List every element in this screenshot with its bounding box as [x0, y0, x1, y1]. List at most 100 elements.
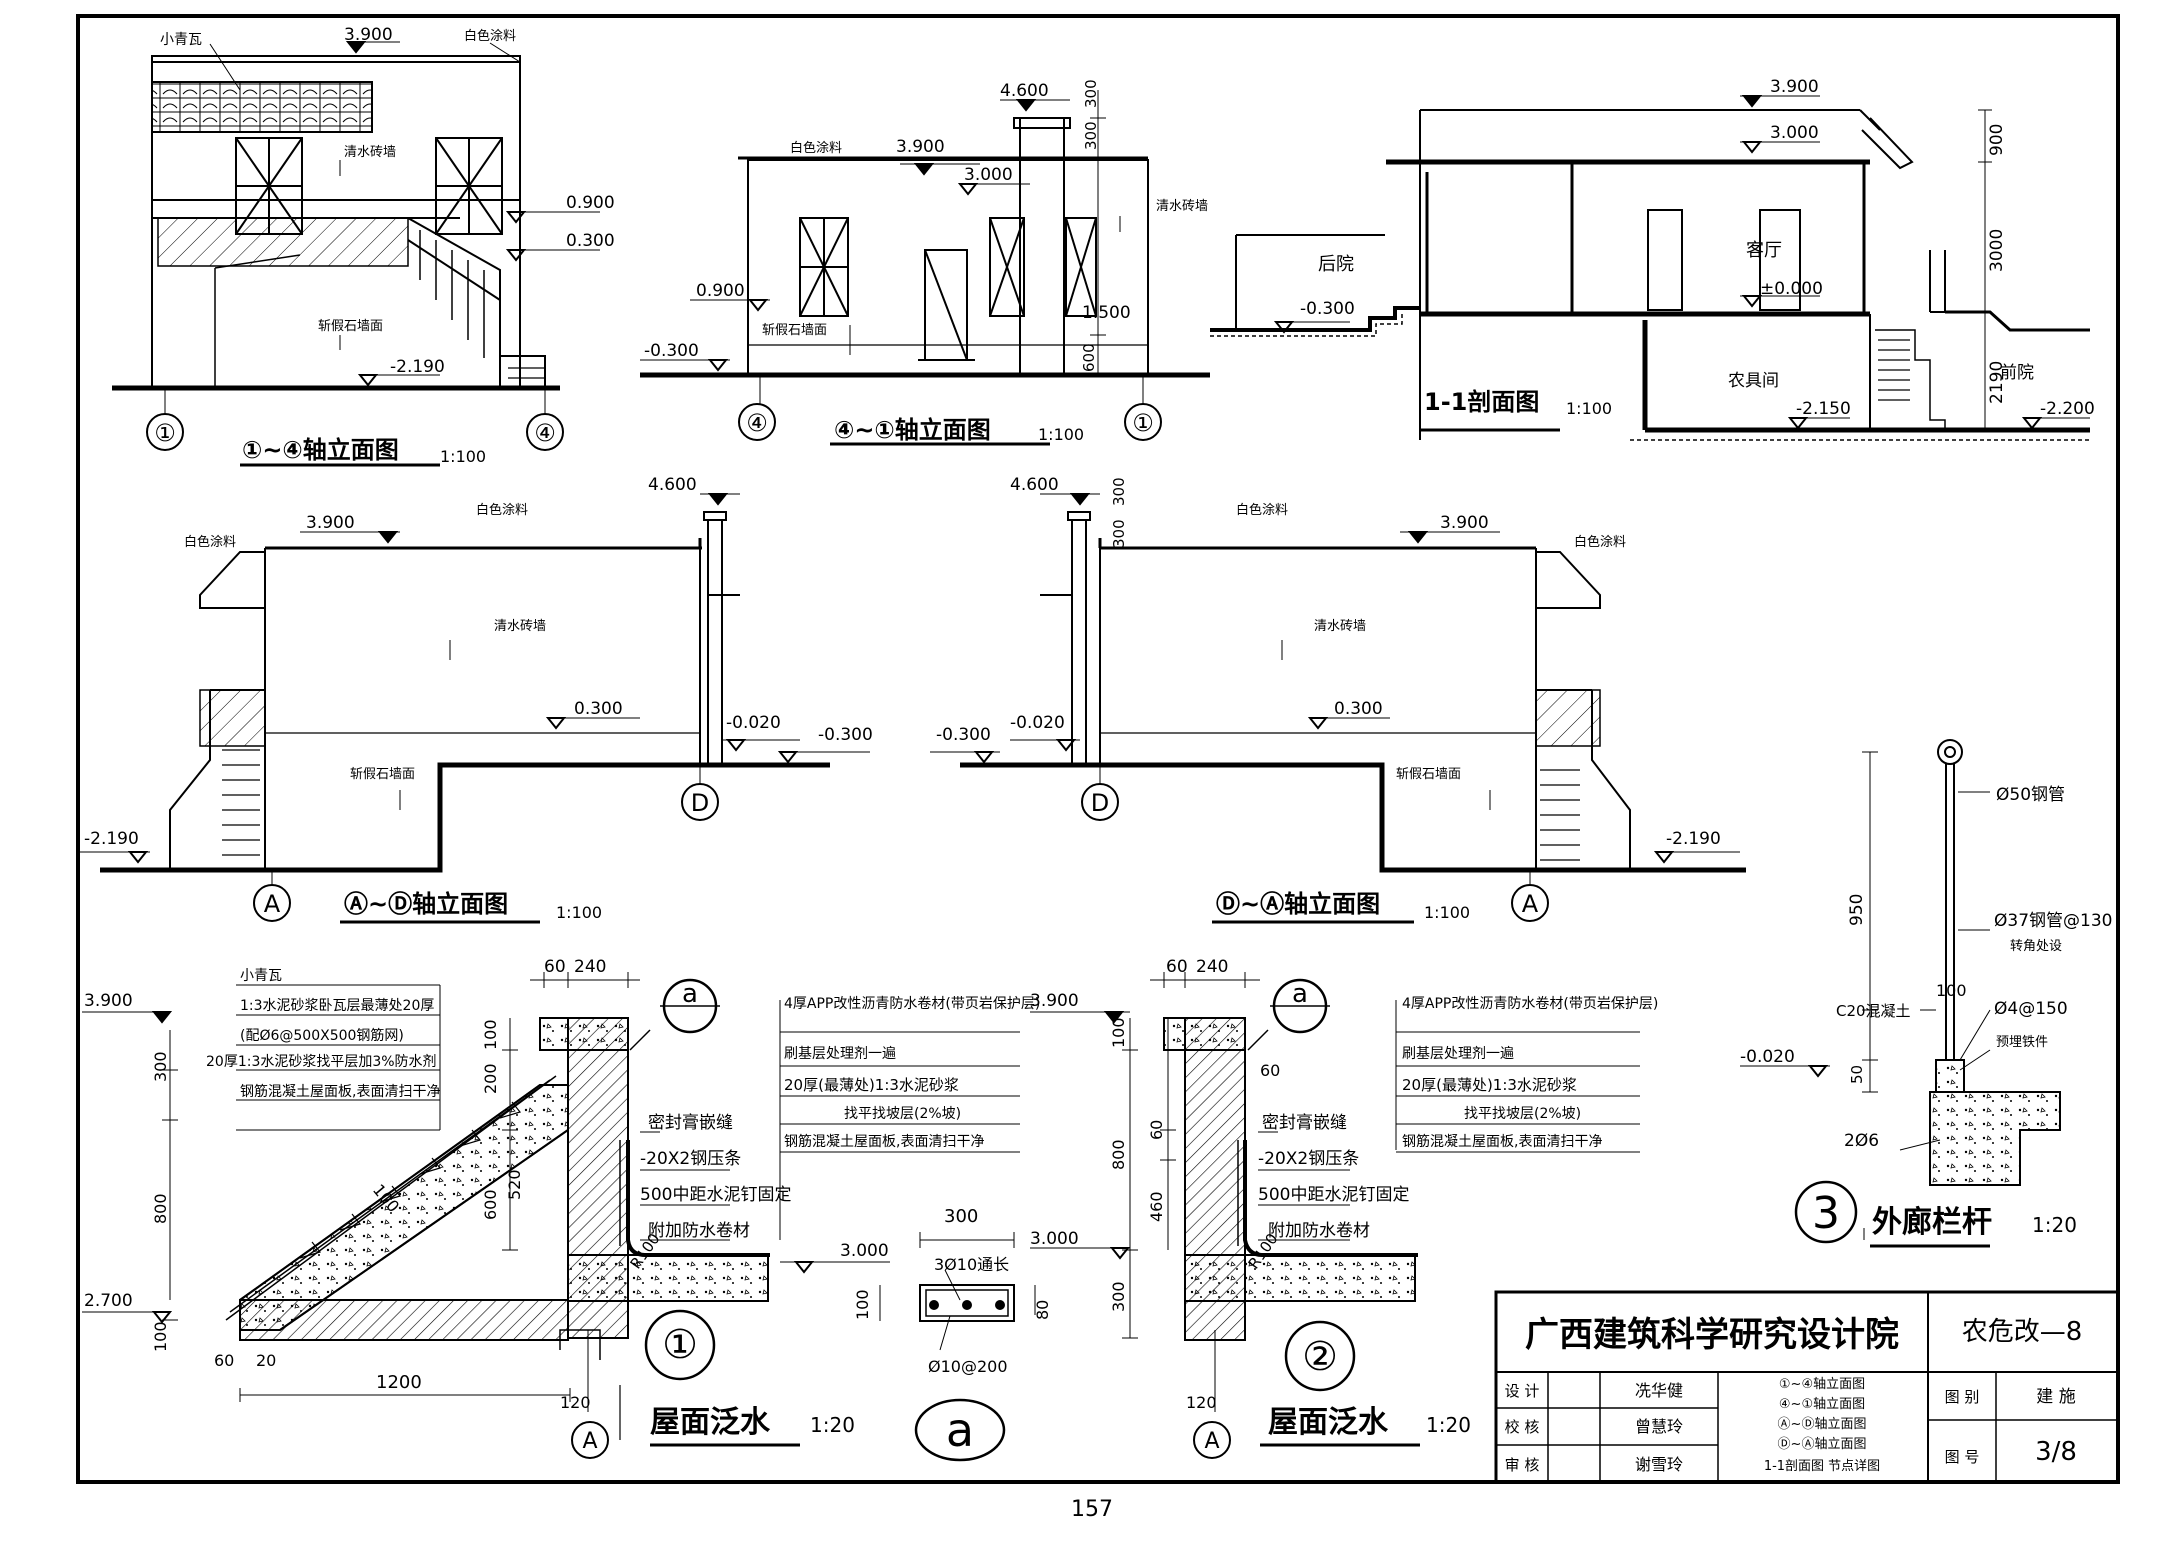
note-label: 斩假石墙面 — [318, 319, 383, 334]
note-label: 斩假石墙面 — [1396, 767, 1461, 782]
page-number: 157 — [1071, 1497, 1113, 1522]
note-label: 20厚1:3水泥砂浆找平层加3%防水剂 — [206, 1054, 437, 1070]
level-label: 3.900 — [1440, 513, 1489, 533]
dimension-label: 300 — [944, 1206, 978, 1227]
detail-number: 3 — [1812, 1188, 1840, 1239]
dimension-label: 300 — [1109, 1281, 1128, 1312]
detail-number: ② — [1302, 1334, 1338, 1380]
note-label: 转角处设 — [2010, 939, 2062, 954]
dimension-label: 240 — [574, 957, 606, 977]
view-title: ①~④轴立面图 — [242, 436, 399, 464]
view-title: ④~①轴立面图 — [834, 416, 991, 444]
contents-item: Ⓐ~Ⓓ轴立面图 — [1778, 1417, 1867, 1432]
contents-item: 1-1剖面图 节点详图 — [1764, 1459, 1880, 1474]
detail-3-labels: Ø50钢管 950 Ø37钢管@130 转角处设 100 C20混凝土 Ø4@1… — [1740, 785, 2112, 1240]
role-label: 设 计 — [1505, 1382, 1540, 1400]
note-label: 20厚(最薄处)1:3水泥砂浆 — [784, 1076, 959, 1094]
dimension-label: 60 — [214, 1351, 234, 1370]
detail-1-labels: 60 240 a 小青瓦 1:3水泥砂浆卧瓦层最薄处20厚 (配Ø6@500X5… — [84, 957, 1040, 1454]
view-scale: 1:100 — [1566, 399, 1612, 418]
note-label: 附加防水卷材 — [648, 1221, 750, 1241]
axis-label: D — [1091, 789, 1109, 817]
dimension-label: 600 — [1080, 343, 1098, 372]
signer-name: 谢雪玲 — [1635, 1455, 1683, 1474]
level-label: 4.600 — [1010, 475, 1059, 495]
level-label: 0.300 — [1334, 699, 1383, 719]
institute-name: 广西建筑科学研究设计院 — [1525, 1315, 1899, 1355]
note-label: 钢筋混凝土屋面板,表面清扫干净 — [240, 1083, 440, 1100]
dimension-label: 240 — [1196, 957, 1228, 977]
note-label: 白色涂料 — [790, 140, 842, 156]
note-label: -20X2钢压条 — [1258, 1149, 1359, 1169]
note-label: 白色涂料 — [1236, 502, 1288, 518]
title-block-text: 广西建筑科学研究设计院 农危改—8 设 计 校 核 审 核 冼华健 曾慧玲 谢雪… — [1505, 1315, 2083, 1474]
note-label: 500中距水泥钉固定 — [640, 1185, 791, 1205]
level-label: 3.900 — [344, 25, 393, 45]
note-label: 白色涂料 — [1574, 534, 1626, 550]
dimension-label: 100 — [1936, 981, 1967, 1000]
note-label: Ø10@200 — [928, 1357, 1008, 1376]
view-scale: 1:100 — [440, 447, 486, 466]
note-label: 20厚(最薄处)1:3水泥砂浆 — [1402, 1076, 1577, 1094]
level-label: 3.900 — [84, 991, 133, 1011]
level-label: 3.900 — [306, 513, 355, 533]
note-label: 找平找坡层(2%坡) — [1464, 1106, 1581, 1122]
dimension-label: 120 — [560, 1393, 591, 1412]
level-label: 0.900 — [696, 281, 745, 301]
view-title: Ⓓ~Ⓐ轴立面图 — [1216, 890, 1380, 918]
dimension-label: 300 — [1082, 79, 1100, 108]
category-value: 建 施 — [2036, 1387, 2075, 1407]
note-label: 4厚APP改性沥青防水卷材(带页岩保护层) — [1402, 996, 1658, 1012]
note-label: 清水砖墙 — [494, 619, 546, 634]
level-label: -2.150 — [1796, 399, 1851, 419]
note-label: 密封膏嵌缝 — [648, 1112, 733, 1133]
detail-1-parapet — [82, 972, 1020, 1459]
section-1-1 — [1210, 95, 2090, 441]
dimension-label: 100 — [1109, 1017, 1128, 1048]
elevation-d-a-labels: 4.600 300 300 白色涂料 3.900 白色涂料 清水砖墙 0.300… — [936, 475, 1721, 922]
view-scale: 1:100 — [556, 903, 602, 922]
level-label: -0.300 — [644, 341, 699, 361]
note-label: (配Ø6@500X500钢筋网) — [240, 1027, 404, 1044]
axis-label: ① — [154, 419, 176, 447]
note-label: 钢筋混凝土屋面板,表面清扫干净 — [784, 1133, 984, 1150]
dimension-label: 60 — [1260, 1061, 1280, 1080]
dimension-label: 950 — [1847, 894, 1867, 926]
level-label: 4.600 — [648, 475, 697, 495]
level-label: 3.000 — [1030, 1229, 1079, 1249]
dimension-label: 100 — [151, 1321, 170, 1352]
view-title: Ⓐ~Ⓓ轴立面图 — [344, 890, 508, 918]
note-label: Ø4@150 — [1994, 999, 2068, 1019]
level-label: -0.300 — [936, 725, 991, 745]
note-label: 附加防水卷材 — [1268, 1221, 1370, 1241]
dimension-label: 2190 — [1987, 361, 2007, 404]
elevation-1-4 — [112, 41, 600, 467]
dimension-label: 460 — [1147, 1191, 1166, 1222]
dimension-label: 900 — [1987, 124, 2007, 156]
note-label: 3Ø10通长 — [934, 1255, 1009, 1274]
role-label: 校 核 — [1505, 1418, 1540, 1436]
note-label: 刷基层处理剂一遍 — [784, 1045, 896, 1062]
note-label: 4厚APP改性沥青防水卷材(带页岩保护层) — [784, 996, 1040, 1012]
note-label: 1:3水泥砂浆卧瓦层最薄处20厚 — [240, 998, 434, 1014]
level-label: 3.000 — [964, 165, 1013, 185]
view-scale: 1:100 — [1424, 903, 1470, 922]
note-label: 2Ø6 — [1844, 1131, 1879, 1151]
note-label: 找平找坡层(2%坡) — [844, 1106, 961, 1122]
level-label: 2.700 — [84, 1291, 133, 1311]
dimension-label: 120 — [1186, 1393, 1217, 1412]
level-label: -0.020 — [726, 713, 781, 733]
level-label: 4.600 — [1000, 81, 1049, 101]
note-label: -20X2钢压条 — [640, 1149, 741, 1169]
dimension-label: 800 — [151, 1193, 170, 1224]
ref-label: a — [1292, 979, 1308, 1009]
level-label: 3.900 — [896, 137, 945, 157]
dimension-label: 300 — [1110, 519, 1128, 548]
dimension-label: 60 — [1166, 957, 1188, 977]
note-label: 钢筋混凝土屋面板,表面清扫干净 — [1402, 1133, 1602, 1150]
level-label: -2.200 — [2040, 399, 2095, 419]
level-label: -2.190 — [1666, 829, 1721, 849]
detail-3-railing — [1740, 739, 2061, 1248]
dimension-label: 1200 — [376, 1372, 422, 1393]
